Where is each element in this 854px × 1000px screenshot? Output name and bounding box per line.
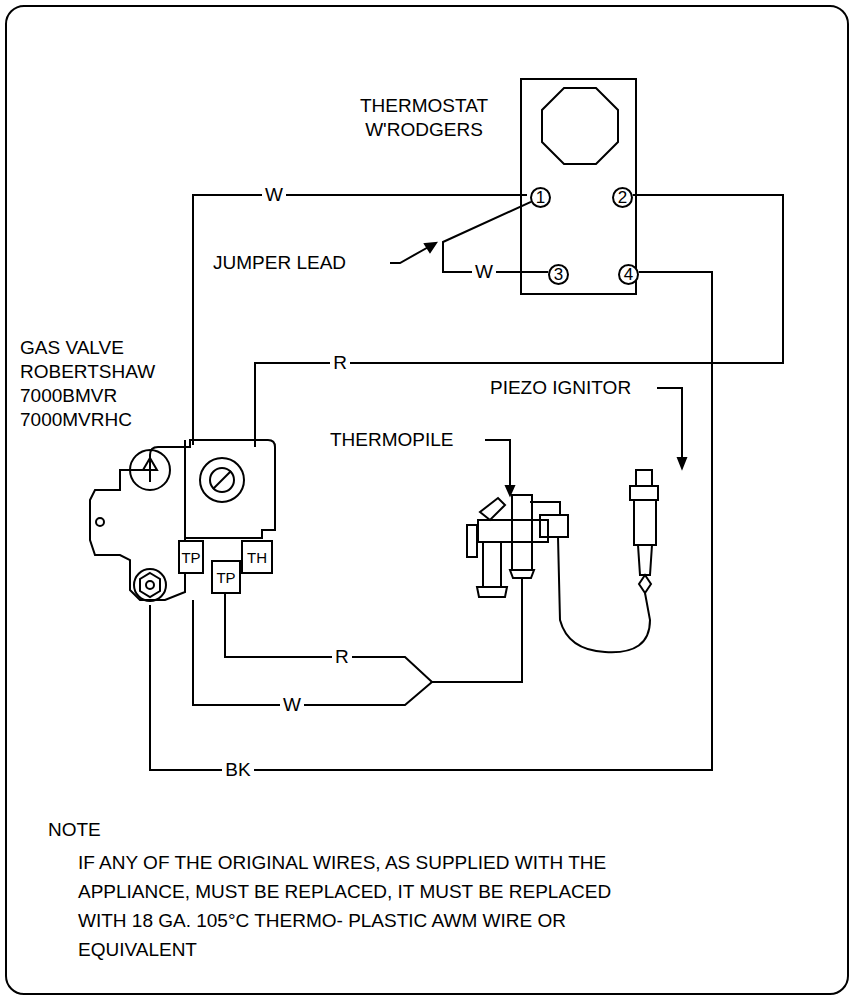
- wire-label: R: [332, 645, 352, 669]
- terminal-circle: 3: [548, 264, 569, 285]
- callout-label: JUMPER LEAD: [213, 251, 346, 275]
- wire-label: W: [262, 183, 286, 207]
- terminal-circle: 2: [612, 187, 633, 208]
- terminal-label: 1: [536, 189, 545, 206]
- wire-connector: [255, 195, 783, 440]
- terminal-label: 2: [618, 189, 627, 206]
- leader-line: [390, 243, 686, 495]
- terminal-circle: 1: [530, 187, 551, 208]
- terminal-label: TP: [181, 550, 200, 565]
- terminal-label: 3: [554, 266, 563, 283]
- terminal-circle: 4: [618, 264, 639, 285]
- note-heading: NOTE: [48, 818, 101, 842]
- wire-r: [225, 578, 522, 682]
- wire-label: BK: [222, 758, 253, 782]
- piezo-ignitor-symbol: [558, 470, 658, 652]
- terminal-box: TH: [241, 540, 273, 574]
- wire-label: R: [330, 351, 350, 375]
- callout-label: THERMOPILE: [330, 428, 454, 452]
- gas-valve: GAS VALVE ROBERTSHAW 7000BMVR 7000MVRHCT…: [148, 440, 278, 605]
- node-heading: GAS VALVE ROBERTSHAW 7000BMVR 7000MVRHC: [20, 336, 170, 432]
- node-heading: THERMOSTAT W'RODGERS: [344, 94, 504, 142]
- terminal-box: TP: [211, 560, 241, 594]
- callout-label: PIEZO IGNITOR: [490, 376, 631, 400]
- terminal-label: 4: [624, 266, 633, 283]
- note-text: IF ANY OF THE ORIGINAL WIRES, AS SUPPLIE…: [78, 848, 658, 964]
- thermostat-dial: [542, 88, 618, 164]
- thermostat-box: THERMOSTAT W'RODGERS1234: [520, 78, 637, 295]
- terminal-label: TP: [216, 570, 235, 585]
- wire-connector: [150, 272, 712, 770]
- terminal-label: TH: [247, 550, 267, 565]
- wire-label: W: [280, 693, 304, 717]
- wire-label: W: [472, 260, 496, 284]
- page-frame: [6, 6, 848, 994]
- gas-valve-symbol: [90, 440, 275, 601]
- terminal-box: TP: [178, 540, 204, 574]
- thermopile-symbol: [467, 495, 568, 597]
- wire-w: [193, 195, 527, 705]
